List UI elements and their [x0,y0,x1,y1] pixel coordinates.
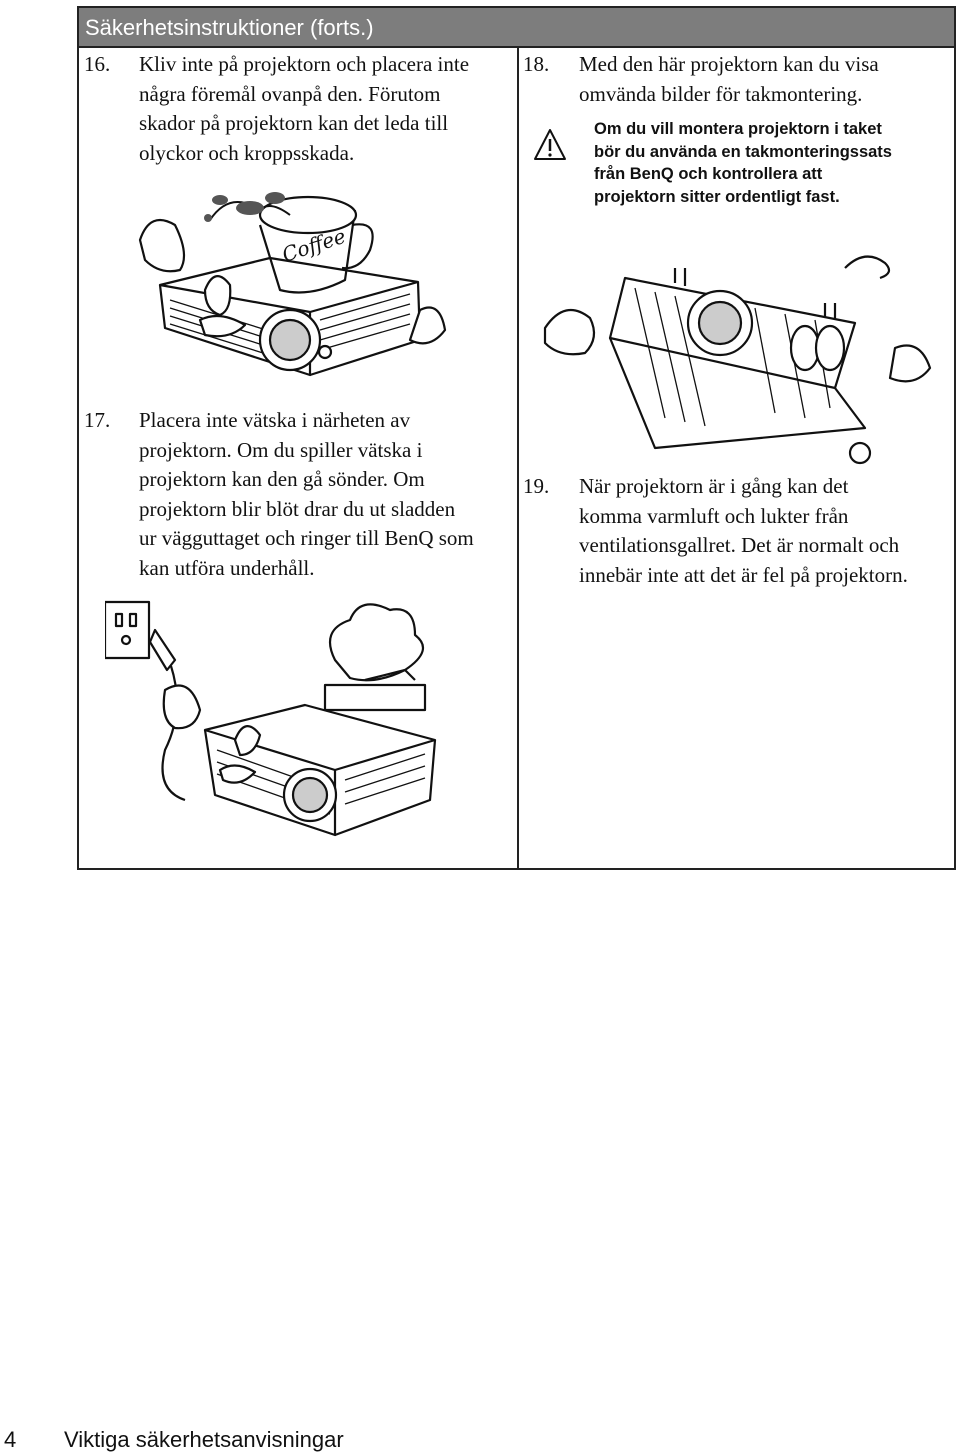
liquid-spill-illustration [105,600,437,837]
page-number: 4 [4,1427,17,1452]
section-header: Säkerhetsinstruktioner (forts.) [79,8,954,48]
item-number: 18. [523,52,550,76]
item-number: 16. [84,52,111,76]
warning-text: Om du vill montera projektorn i taket bö… [594,120,892,206]
item-text: Med den här projektorn kan du visa omvän… [579,52,879,106]
item-text: Placera inte vätska i närheten av projek… [139,408,474,580]
item-number: 17. [84,408,111,432]
item-number: 19. [523,474,550,498]
footer-section-title: Viktiga säkerhetsanvisningar [64,1427,344,1452]
item-text: Kliv inte på projektorn och placera inte… [139,52,470,165]
coffee-projector-illustration: Coffee [138,192,447,377]
ceiling-projector-illustration [543,255,932,465]
item-text: När projektorn är i gång kan det komma v… [579,474,908,587]
section-title: Säkerhetsinstruktioner (forts.) [85,15,374,40]
instructions-table: Säkerhetsinstruktioner (forts.) [77,6,956,870]
warning-triangle-icon [534,129,566,160]
column-divider [517,48,519,868]
